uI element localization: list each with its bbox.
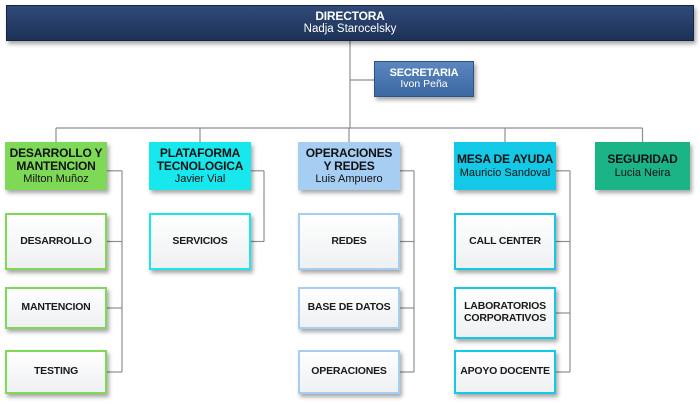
department-head-name: Mauricio Sandoval	[459, 166, 551, 179]
unit-label: OPERACIONES	[311, 365, 387, 378]
unit-box-redes: REDES	[298, 213, 400, 270]
department-title: MESA DE AYUDA	[456, 152, 554, 167]
unit-box-call-center: CALL CENTER	[454, 213, 556, 270]
unit-label: DESARROLLO	[20, 234, 92, 247]
department-title: SEGURIDAD	[607, 152, 678, 167]
unit-label: BASE DE DATOS	[307, 301, 391, 314]
unit-box-apoyo-docente: APOYO DOCENTE	[454, 350, 556, 394]
unit-box-servicios: SERVICIOS	[149, 213, 251, 270]
unit-label: APOYO DOCENTE	[460, 365, 550, 378]
unit-box-operaciones: OPERACIONES	[298, 350, 400, 394]
unit-label: SERVICIOS	[172, 234, 228, 247]
department-head-name: Luis Ampuero	[315, 173, 383, 186]
unit-box-mantencion: MANTENCION	[5, 287, 107, 329]
secretary-name: Ivon Peña	[400, 78, 448, 91]
unit-box-laboratorios-corporativos: LABORATORIOS CORPORATIVOS	[454, 287, 556, 339]
department-title: DESARROLLO Y MANTENCION	[9, 145, 103, 173]
director-title: DIRECTORA	[315, 9, 385, 24]
unit-label: TESTING	[33, 365, 79, 378]
unit-box-desarrollo: DESARROLLO	[5, 213, 107, 270]
unit-label: MANTENCION	[21, 301, 91, 314]
unit-box-testing: TESTING	[5, 350, 107, 394]
unit-label: CALL CENTER	[469, 234, 541, 247]
department-title: PLATAFORMA TECNOLOGICA	[156, 145, 244, 173]
director-name: Nadja Starocelsky	[303, 23, 397, 36]
secretary-title: SECRETARIA	[389, 67, 459, 80]
department-head-name: Lucia Neira	[614, 166, 671, 179]
unit-label: LABORATORIOS CORPORATIVOS	[464, 300, 546, 324]
unit-box-base-de-datos: BASE DE DATOS	[298, 287, 400, 329]
department-title: OPERACIONES Y REDES	[305, 145, 393, 173]
unit-label: REDES	[331, 234, 367, 247]
department-head-name: Javier Vial	[174, 173, 226, 186]
department-head-name: Milton Muñoz	[23, 173, 89, 186]
secretary-box: SECRETARIA Ivon Peña	[374, 61, 474, 97]
director-box: DIRECTORA Nadja Starocelsky	[6, 5, 694, 41]
